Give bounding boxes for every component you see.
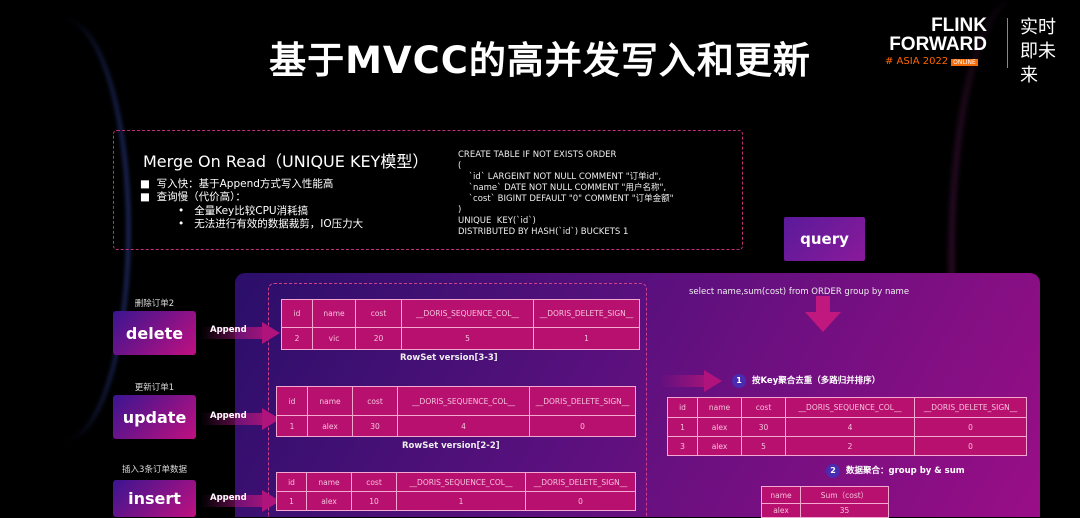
update-label: 更新订单1 [134,383,175,393]
insert-label: 插入3条订单数据 [122,465,187,475]
insert-button[interactable]: insert [113,480,196,517]
append-arrow: Append [200,490,280,512]
delete-button[interactable]: delete [113,311,196,355]
down-arrow-icon [805,296,841,332]
merge-arrow [660,370,722,392]
append-arrow: Append [200,322,280,344]
bullet: ■ 写入快：基于Append方式写入性能高 [140,178,334,190]
model-description-box [113,130,743,250]
page-title: 基于MVCC的高并发写入和更新 [269,39,811,82]
query-button[interactable]: query [784,217,865,261]
rowsets-container [268,283,647,517]
rowset-caption: RowSet version[2-2] [402,441,500,451]
query-sql: select name,sum(cost) from ORDER group b… [689,287,910,297]
create-table-sql: CREATE TABLE IF NOT EXISTS ORDER ( `id` … [458,150,674,237]
background-glow [0,20,130,440]
background-glow [950,0,1080,517]
bullet: ■ 查询慢（代价高）： [140,191,246,203]
append-arrow: Append [200,408,280,430]
sub-bullet: • 无法进行有效的数据裁剪，IO压力大 [178,218,364,230]
delete-label: 删除订单2 [134,299,175,309]
sub-bullet: • 全量Key比较CPU消耗搞 [178,205,309,217]
model-heading: Merge On Read（UNIQUE KEY模型） [143,152,429,171]
rowset-caption: RowSet version[3-3] [400,353,498,363]
update-button[interactable]: update [113,395,196,439]
